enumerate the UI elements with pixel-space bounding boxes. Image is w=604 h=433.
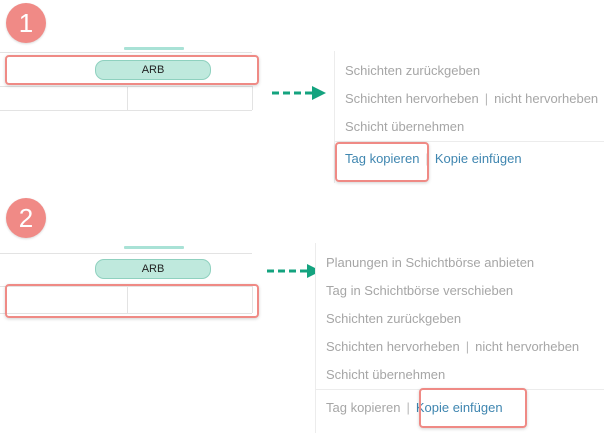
menu2-move-day-to-exchange: Tag in Schichtbörse verschieben xyxy=(326,283,514,298)
menu1-copy-paste-row: Tag kopieren|Kopie einfügen xyxy=(345,151,522,166)
highlight-paste-copy xyxy=(419,388,527,428)
menu2-copy-paste-row: Tag kopieren|Kopie einfügen xyxy=(326,400,503,415)
menu1-paste-copy-link[interactable]: Kopie einfügen xyxy=(434,151,522,166)
highlight-copy-day xyxy=(335,142,429,182)
step-1-badge: 1 xyxy=(6,3,46,43)
menu1-highlight-label: Schichten hervorheben xyxy=(345,91,479,106)
context-menu-1: Schichten zurückgeben Schichten hervorhe… xyxy=(334,51,604,183)
step-2-number: 2 xyxy=(18,203,34,233)
shift-arb-2-label: ARB xyxy=(141,263,165,275)
menu2-highlight-shifts: Schichten hervorheben|nicht hervorheben xyxy=(326,339,580,354)
menu1-take-shift: Schicht übernehmen xyxy=(345,119,465,134)
menu1-unhighlight-label: nicht hervorheben xyxy=(494,91,599,106)
context-menu-2: Planungen in Schichtbörse anbieten Tag i… xyxy=(315,243,604,433)
menu1-return-shifts: Schichten zurückgeben xyxy=(345,63,481,78)
shift-arb-1[interactable]: ARB xyxy=(95,60,211,80)
shift-arb-1-label: ARB xyxy=(141,64,165,76)
arrow-right-icon-2 xyxy=(267,264,321,278)
menu2-paste-copy-link[interactable]: Kopie einfügen xyxy=(415,400,503,415)
highlight-target-day-row xyxy=(5,284,259,318)
step-1-number: 1 xyxy=(18,8,34,38)
menu2-unhighlight-label: nicht hervorheben xyxy=(475,339,580,354)
step-2-badge: 2 xyxy=(6,198,46,238)
menu2-copy-day-link: Tag kopieren xyxy=(326,400,401,415)
menu2-take-shift: Schicht übernehmen xyxy=(326,367,446,382)
menu2-offer-in-exchange: Planungen in Schichtbörse anbieten xyxy=(326,255,535,270)
menu2-return-shifts: Schichten zurückgeben xyxy=(326,311,462,326)
shift-arb-2[interactable]: ARB xyxy=(95,259,211,279)
highlight-source-day-row xyxy=(5,55,259,85)
menu2-highlight-label: Schichten hervorheben xyxy=(326,339,460,354)
menu1-highlight-shifts: Schichten hervorheben|nicht hervorheben xyxy=(345,91,599,106)
arrow-right-icon-1 xyxy=(272,86,326,100)
menu1-copy-day-link[interactable]: Tag kopieren xyxy=(345,151,420,166)
